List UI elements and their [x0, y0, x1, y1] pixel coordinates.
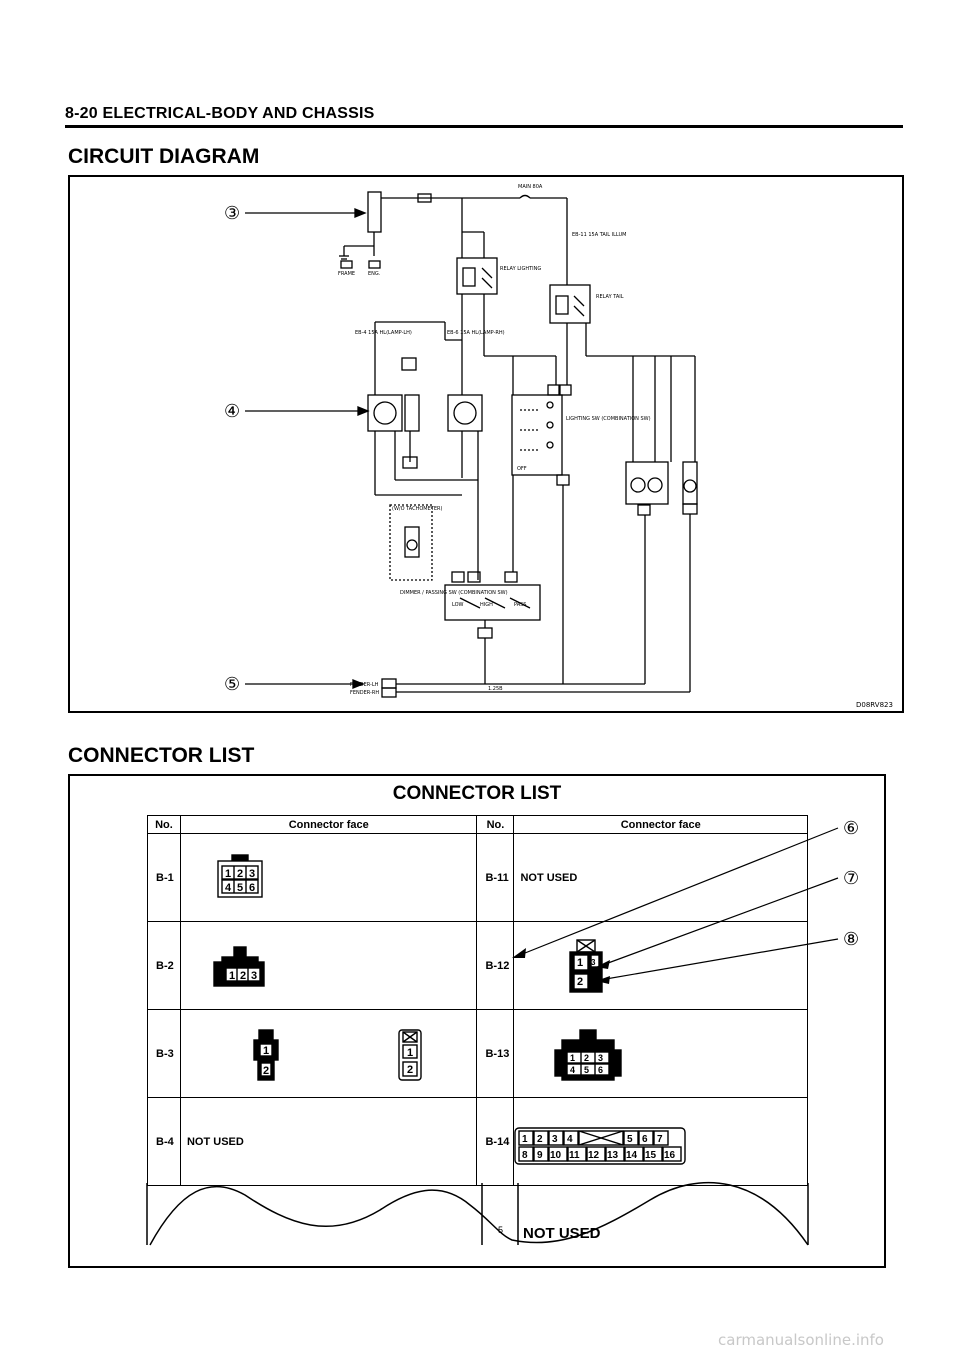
row-no-b14: B-14 [476, 1097, 515, 1186]
svg-text:2: 2 [407, 1064, 413, 1076]
svg-text:2: 2 [237, 868, 243, 880]
footer-watermark: carmanualsonline.info [718, 1331, 884, 1349]
label-fender-rh: FENDER-RH [350, 690, 379, 696]
svg-text:8: 8 [522, 1150, 528, 1161]
label-frame: FRAME [338, 271, 355, 277]
circuit-diagram-title: CIRCUIT DIAGRAM [68, 145, 260, 168]
svg-text:2: 2 [263, 1065, 269, 1077]
svg-text:1: 1 [407, 1047, 413, 1059]
label-sw-off: OFF [517, 466, 527, 472]
svg-text:1: 1 [570, 1053, 575, 1063]
svg-text:5: 5 [584, 1065, 589, 1075]
b1-connector: 1 2 3 4 5 6 [217, 854, 263, 898]
svg-text:4: 4 [225, 882, 232, 894]
b3b-connector: 1 2 [398, 1029, 422, 1081]
svg-text:6: 6 [598, 1065, 603, 1075]
label-low: LOW [452, 602, 464, 608]
label-pass: PASS [514, 602, 526, 608]
svg-text:2: 2 [240, 970, 246, 982]
b3-face [179, 1009, 478, 1098]
row-no-b4: B-4 [147, 1097, 181, 1186]
svg-text:3: 3 [598, 1053, 603, 1063]
label-fuse-eb4: EB-4 15A HL(LAMP-LH) [355, 330, 412, 336]
svg-text:9: 9 [537, 1150, 543, 1161]
callout-6: ⑥ [843, 818, 859, 839]
b12-connector: 1 2 3 [569, 939, 603, 993]
callout-8: ⑧ [843, 929, 859, 950]
diagram-image-code: D08RV823 [856, 701, 893, 709]
svg-text:6: 6 [249, 882, 255, 894]
connector-table: No. Connector face No. Connector face B-… [147, 815, 808, 1186]
label-fuse-eb11: EB-11 15A TAIL ILLUM [572, 232, 626, 238]
label-fender-lh: FENDER-LH [350, 682, 379, 688]
header-rule [65, 125, 903, 128]
svg-text:14: 14 [626, 1150, 638, 1161]
svg-text:13: 13 [607, 1150, 619, 1161]
svg-text:5: 5 [237, 882, 243, 894]
svg-text:11: 11 [569, 1150, 580, 1161]
row-no-b1: B-1 [147, 833, 181, 922]
connector-list-table-title: CONNECTOR LIST [392, 783, 562, 804]
b3a-connector: 1 2 [253, 1029, 279, 1081]
b2-connector: 1 2 3 [213, 946, 265, 987]
svg-text:16: 16 [664, 1150, 676, 1161]
label-relay-tail: RELAY TAIL [596, 294, 624, 300]
svg-text:3: 3 [251, 970, 257, 982]
label-relay-lighting: RELAY LIGHTING [500, 266, 541, 272]
svg-text:6: 6 [642, 1134, 648, 1145]
svg-text:2: 2 [584, 1053, 589, 1063]
label-high: HIGH [480, 602, 493, 608]
svg-text:3: 3 [552, 1134, 558, 1145]
svg-text:10: 10 [550, 1150, 562, 1161]
svg-text:1: 1 [263, 1045, 269, 1057]
label-eng: ENG. [368, 271, 381, 277]
label-lighting-sw: LIGHTING SW (COMBINATION SW) [566, 416, 651, 422]
svg-text:1: 1 [577, 957, 583, 969]
svg-text:2: 2 [537, 1134, 543, 1145]
b13-connector: 1 2 3 4 5 6 [554, 1029, 622, 1081]
last-row-not-used: NOT USED [523, 1225, 601, 1242]
b12-face [513, 921, 808, 1010]
svg-text:4: 4 [567, 1134, 573, 1145]
callout-3: ③ [224, 203, 240, 224]
callout-4: ④ [224, 401, 240, 422]
page-header: 8-20 ELECTRICAL-BODY AND CHASSIS [65, 105, 375, 122]
svg-text:3: 3 [249, 868, 255, 880]
svg-text:12: 12 [588, 1150, 600, 1161]
row-no-b11: B-11 [476, 833, 515, 922]
connector-list-section-title: CONNECTOR LIST [68, 744, 255, 767]
circuit-diagram-frame [68, 175, 904, 713]
svg-text:15: 15 [645, 1150, 657, 1161]
svg-text:1: 1 [229, 970, 235, 982]
label-fuse-eb6: EB-6 15A HL(LAMP-RH) [447, 330, 505, 336]
svg-text:2: 2 [577, 976, 583, 988]
b14-connector: 1 2 3 4 5 6 7 8 9 10 11 12 13 14 15 16 [514, 1127, 686, 1165]
b11-not-used: NOT USED [513, 833, 808, 922]
row-no-b3: B-3 [147, 1009, 181, 1098]
label-main-fuse: MAIN 80A [518, 184, 543, 190]
svg-text:5: 5 [627, 1134, 633, 1145]
connector-table-header: No. Connector face No. Connector face [147, 815, 808, 834]
circuit-diagram: ③ ④ ⑤ MAIN 80A EB-11 15A TAIL ILLUM RELA… [224, 184, 893, 709]
svg-text:7: 7 [657, 1134, 663, 1145]
label-wire-1-25b: 1.25B [488, 686, 503, 692]
row-no-b13: B-13 [476, 1009, 515, 1098]
svg-text:4: 4 [570, 1065, 575, 1075]
svg-text:1: 1 [225, 868, 231, 880]
label-dimmer-sw: DIMMER / PASSING SW (COMBINATION SW) [400, 590, 508, 596]
last-row-no-fragment: 5 [498, 1225, 503, 1235]
label-tachometer: (W/O TACHOMETER) [392, 506, 442, 512]
callout-5: ⑤ [224, 674, 240, 695]
connector-faces: 1 2 3 4 5 6 1 2 3 1 2 [146, 818, 859, 1246]
connector-list-frame [68, 774, 886, 1268]
callout-7: ⑦ [843, 868, 859, 889]
svg-text:3: 3 [591, 958, 596, 967]
svg-text:1: 1 [522, 1134, 528, 1145]
row-no-b12: B-12 [476, 921, 515, 1010]
table-row: B-2 B-12 [147, 921, 808, 1010]
